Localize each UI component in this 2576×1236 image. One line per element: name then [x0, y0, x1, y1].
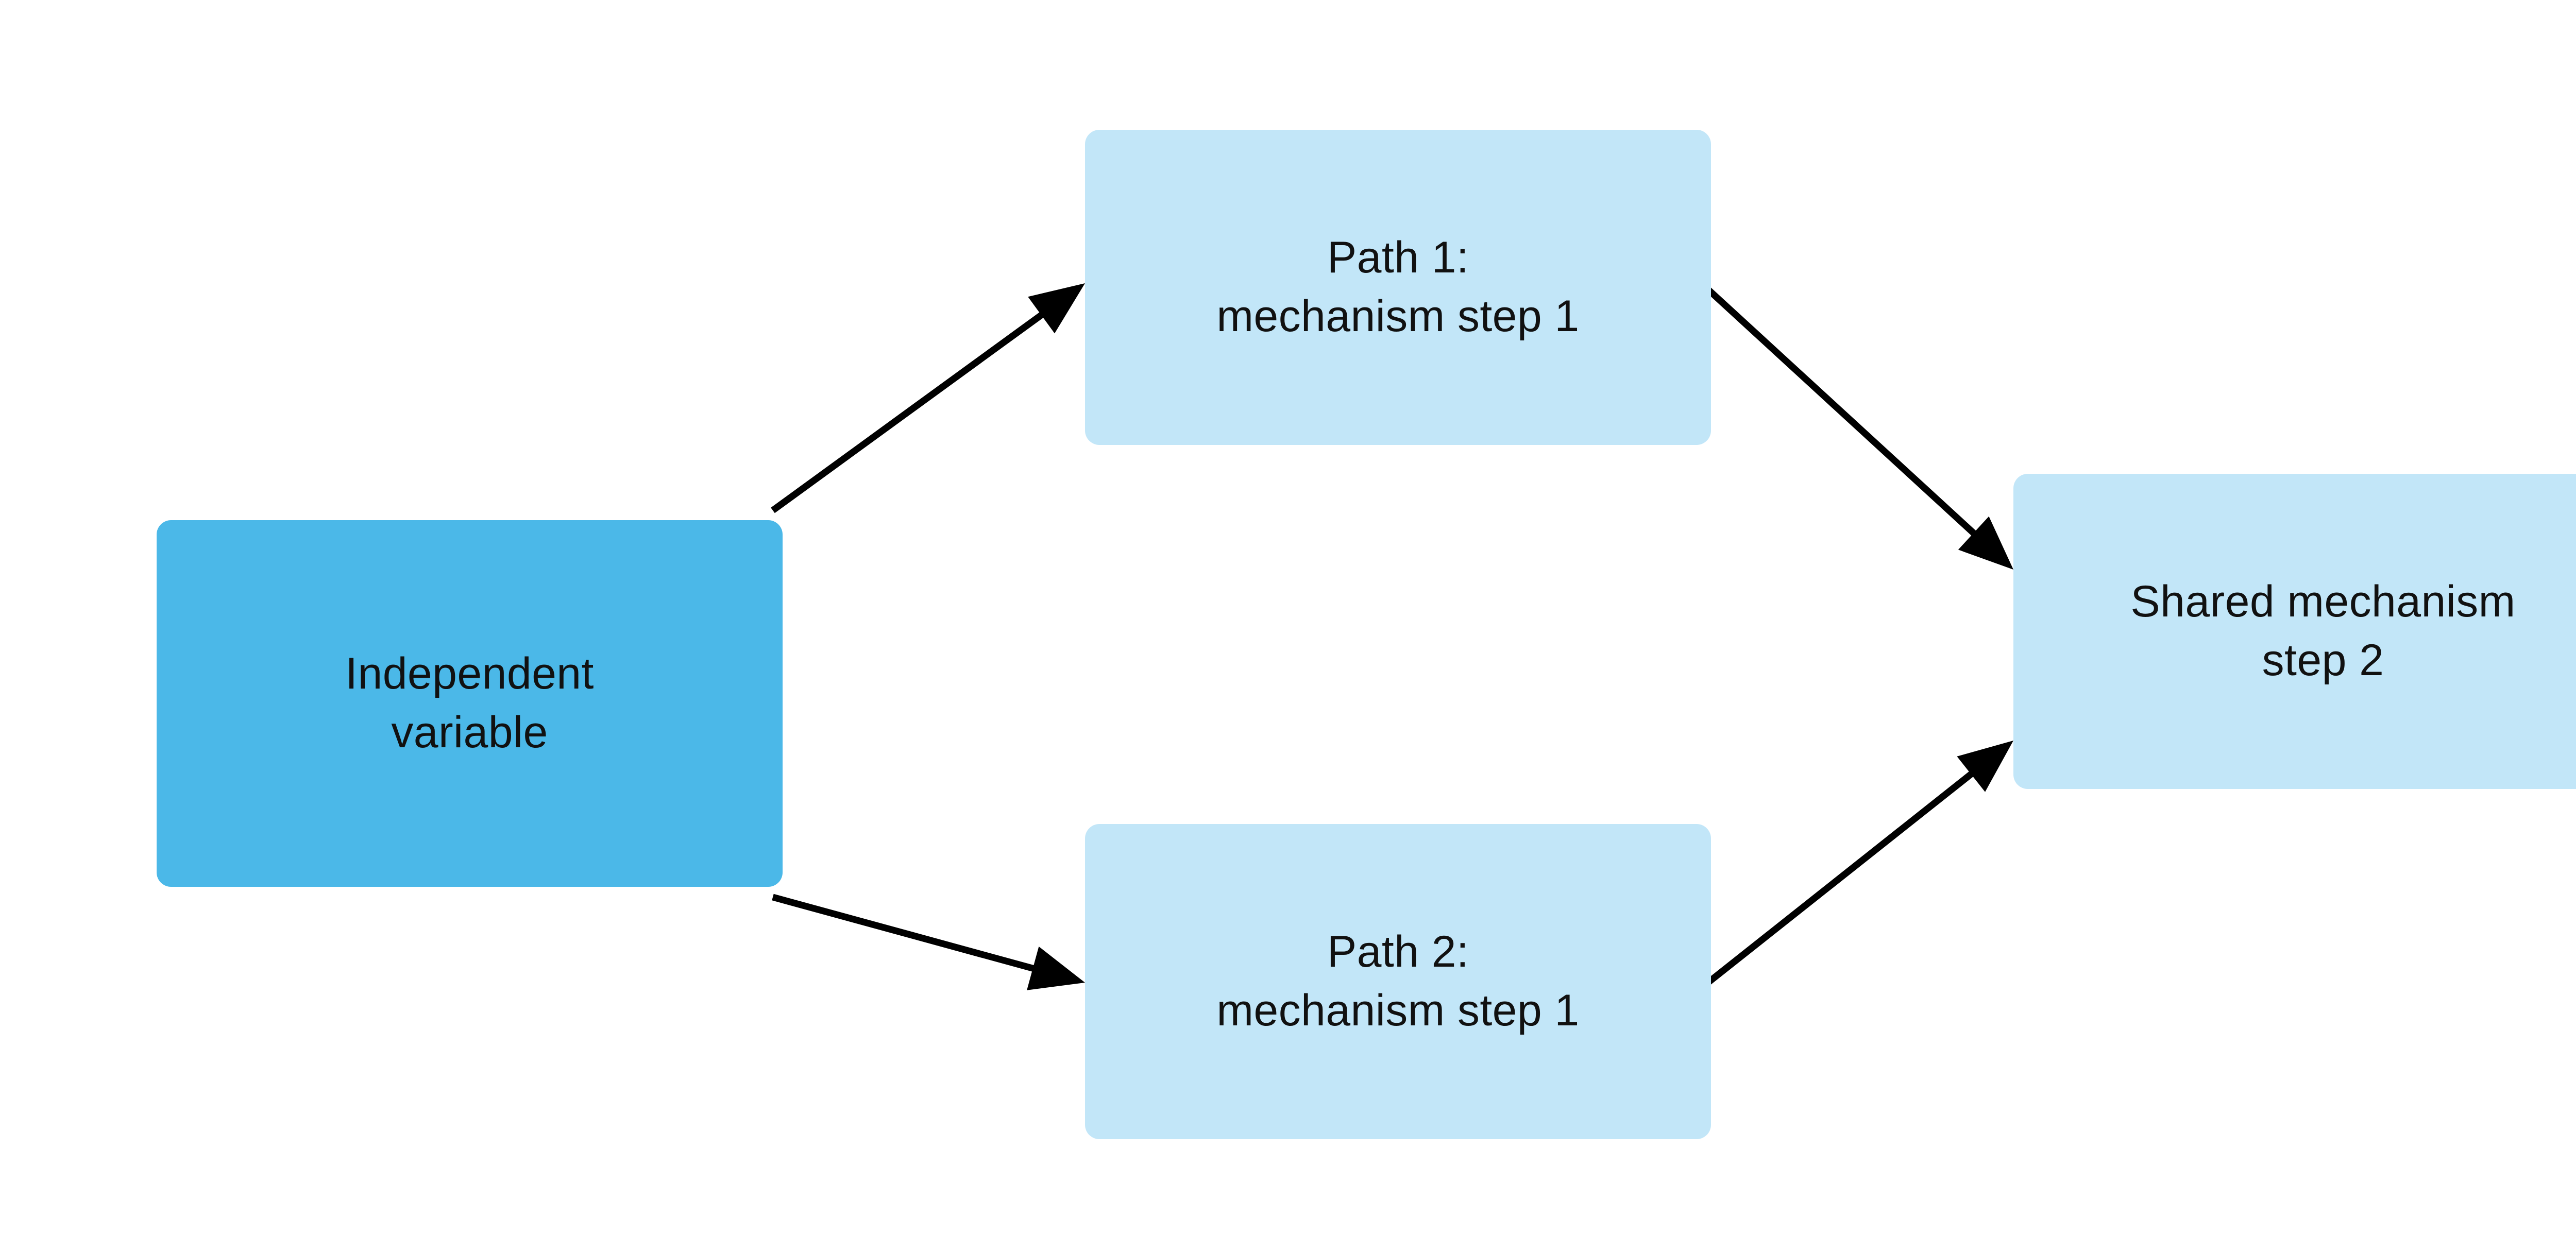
node-independent-variable[interactable]: Independent variable	[157, 520, 783, 887]
edge-line-independent-to-path-1	[771, 310, 1047, 513]
node-label: Path 2: mechanism step 1	[1216, 927, 1580, 1035]
node-label: Shared mechanism step 2	[2130, 577, 2516, 685]
node-path-2-mechanism-step-1[interactable]: Path 2: mechanism step 1	[1085, 824, 1711, 1139]
node-label: Independent variable	[345, 649, 594, 757]
node-shared-mechanism-step-2[interactable]: Shared mechanism step 2	[2013, 474, 2576, 789]
edge-line-path-1-to-shared	[1698, 280, 1979, 539]
arrowhead-icon-path-2-to-shared	[1957, 741, 2013, 792]
arrowhead-icon-independent-to-path-2	[1027, 946, 1085, 990]
node-path-1-mechanism-step-1[interactable]: Path 1: mechanism step 1	[1085, 130, 1711, 445]
node-label: Path 1: mechanism step 1	[1216, 233, 1580, 341]
arrowhead-icon-path-1-to-shared	[1958, 516, 2013, 570]
arrowhead-icon-independent-to-path-1	[1028, 283, 1085, 334]
edge-line-path-2-to-shared	[1698, 769, 1977, 992]
edge-line-independent-to-path-2	[772, 894, 1038, 973]
